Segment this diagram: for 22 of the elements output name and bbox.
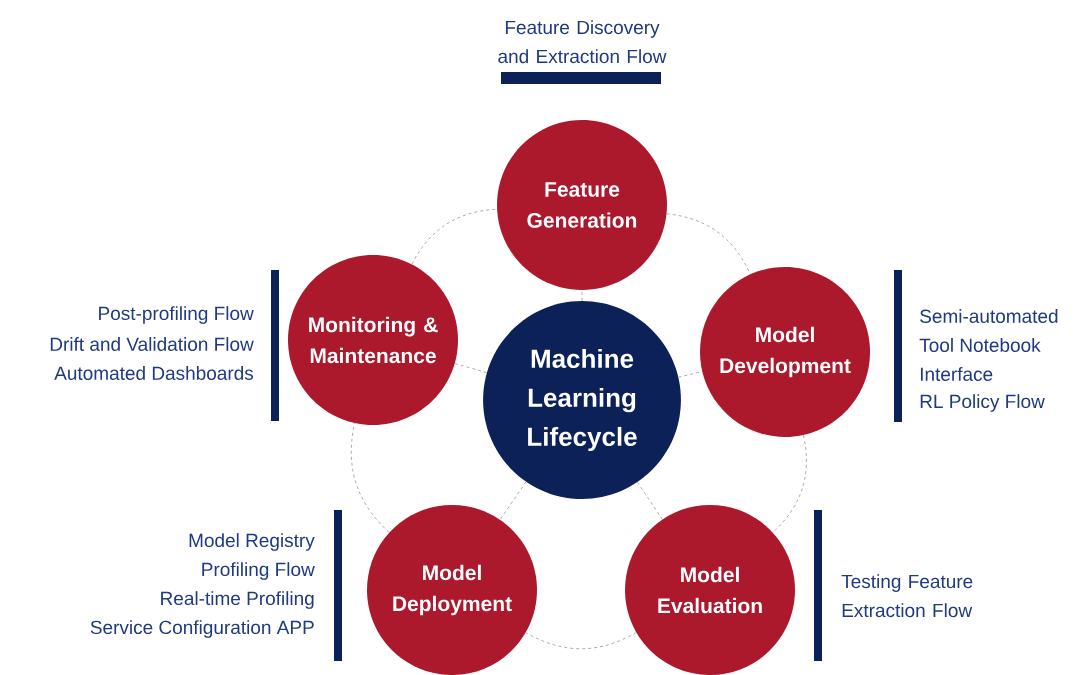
connector-line	[499, 481, 527, 521]
annotation-text: Real-time Profiling	[161, 591, 314, 609]
connector-line	[454, 363, 488, 373]
connector-line	[772, 434, 807, 533]
annotation-text: Model Registry	[189, 533, 315, 551]
connector-line	[525, 632, 637, 650]
connector-line	[350, 422, 390, 533]
annotation-text: RL Policy Flow	[920, 394, 1045, 412]
connector-line	[581, 289, 583, 302]
annotation-text: Tool Notebook	[919, 338, 1041, 352]
annotation-text: Testing Feature Extraction Flow	[841, 574, 973, 618]
annotation-text: Semi-automated	[920, 309, 1058, 323]
annotation-text: Automated Dashboards	[54, 366, 254, 380]
annotation-text: Profiling Flow	[202, 562, 315, 580]
annotation-text: Service Configuration APP	[90, 620, 314, 638]
annotation-text: Drift and Validation Flow	[50, 337, 254, 351]
annotation-text: Feature Discovery and Extraction Flow	[498, 20, 667, 64]
connector-line	[666, 213, 751, 275]
connector-line	[411, 208, 498, 265]
annotation-text: Interface	[920, 367, 993, 381]
annotation-text: Post-profiling Flow	[99, 306, 254, 324]
connector-line	[637, 481, 663, 520]
